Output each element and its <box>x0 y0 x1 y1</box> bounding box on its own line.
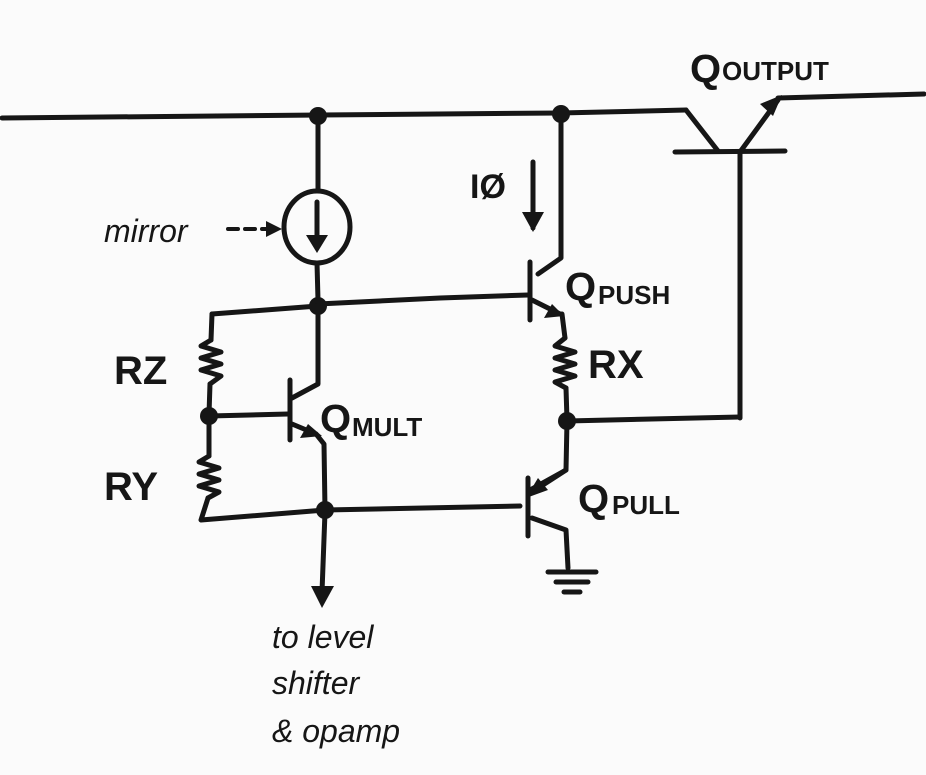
mirror-label: mirror <box>104 213 189 249</box>
rz-left-wire <box>208 311 215 343</box>
i-phi-label: IØ <box>470 168 506 206</box>
q-pull-label-main: Q <box>578 477 609 521</box>
rz-label: RZ <box>114 349 167 393</box>
destination-line-2: shifter <box>272 665 360 701</box>
q-mult-label-sub: MULT <box>352 412 422 442</box>
q-output-label-sub: OUTPUT <box>722 56 829 86</box>
to-level-shifter-arrow-head <box>311 586 334 608</box>
ground-icon <box>545 569 599 595</box>
rz-resistor <box>198 337 224 417</box>
push-collector-wire <box>535 113 564 277</box>
supply-rail-left <box>0 107 689 121</box>
i-phi-arrow-head <box>522 212 544 232</box>
q-output-transistor <box>672 95 788 421</box>
mirror-arrow-head <box>266 221 282 237</box>
q-push-label-sub: PUSH <box>598 280 670 310</box>
q-push-transistor <box>527 259 564 323</box>
output-feedback-wire <box>564 414 743 424</box>
q-push-label-main: Q <box>565 265 596 309</box>
mirror-current-source <box>281 115 353 303</box>
destination-line-3: & opamp <box>272 713 400 749</box>
destination-line-1: to level <box>272 619 374 655</box>
rx-resistor <box>552 311 578 423</box>
mult-base-wire <box>206 411 291 419</box>
ry-resistor <box>196 415 328 523</box>
supply-rail-right <box>775 91 926 101</box>
ry-label: RY <box>104 465 158 509</box>
q-pull-label-sub: PULL <box>612 490 680 520</box>
rz-top-wire <box>209 303 321 317</box>
q-output-label-main: Q <box>690 47 721 91</box>
to-level-shifter-wire <box>319 509 328 595</box>
pull-base-wire <box>322 503 523 513</box>
q-mult-label-main: Q <box>320 397 351 441</box>
q-pull-transistor <box>525 467 571 571</box>
q-mult-transistor <box>287 303 328 513</box>
mirror-to-push-base-wire <box>315 292 531 307</box>
rx-label: RX <box>588 343 644 387</box>
